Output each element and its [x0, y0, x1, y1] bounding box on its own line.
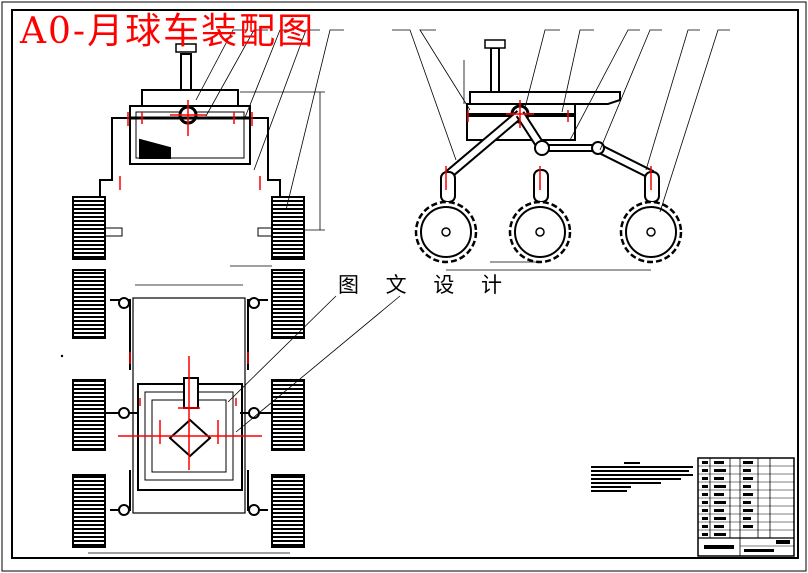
drawing-title: A0-月球车装配图 — [20, 11, 316, 52]
side-view — [414, 39, 683, 271]
title-block — [697, 457, 795, 557]
title-block-fills — [702, 461, 790, 552]
front-view — [72, 43, 325, 267]
side-view-centerlines — [445, 100, 652, 190]
top-view-centerlines — [118, 352, 262, 470]
leader-lines — [195, 29, 730, 433]
drawing-dot — [60, 354, 64, 358]
technical-notes — [591, 462, 693, 492]
top-view — [72, 269, 305, 554]
watermark-caption: 图 文 设 计 — [338, 273, 513, 297]
front-view-centerlines — [119, 100, 261, 190]
